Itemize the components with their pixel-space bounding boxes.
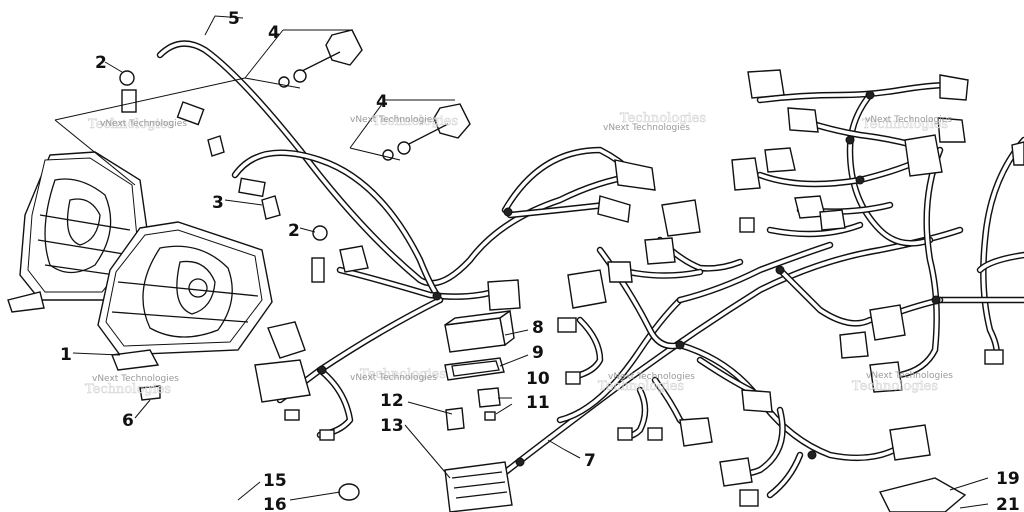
callout-8: 8: [532, 318, 544, 338]
callout-10: 10: [526, 369, 550, 389]
leader-lines: [54, 15, 989, 509]
headlight-right: [97, 221, 273, 371]
callout-16: 16: [263, 495, 287, 512]
watermark-faint: Technologies: [620, 111, 706, 126]
connectors: [121, 69, 1024, 512]
callout-19: 19: [996, 469, 1020, 489]
callout-11: 11: [526, 393, 550, 413]
callout-1: 1: [60, 345, 72, 365]
watermark: vNext Technologies: [100, 119, 187, 129]
callout-6: 6: [122, 411, 134, 431]
watermark: vNext Technologies: [608, 372, 695, 382]
watermark-faint: Technologies: [85, 382, 171, 397]
callout-9: 9: [532, 343, 544, 363]
callout-7: 7: [584, 451, 596, 471]
watermark: vNext Technologies: [350, 373, 437, 383]
callout-4: 4: [268, 23, 280, 43]
callout-4: 4: [376, 92, 388, 112]
watermarks: Technologies vNext Technologies Technolo…: [85, 111, 954, 398]
callout-5: 5: [228, 9, 240, 29]
watermark: vNext Technologies: [603, 123, 690, 133]
watermark: vNext Technologies: [865, 115, 952, 125]
watermark-faint: Technologies: [598, 379, 684, 394]
watermark: vNext Technologies: [92, 374, 179, 384]
callout-2: 2: [288, 221, 300, 241]
watermark: vNext Technologies: [350, 115, 437, 125]
callout-13: 13: [380, 416, 404, 436]
watermark-faint: Technologies: [852, 379, 938, 394]
small-parts: [119, 29, 967, 512]
callout-3: 3: [212, 193, 224, 213]
headlight-left: [7, 151, 151, 313]
callout-15: 15: [263, 471, 287, 491]
watermark-faint: Technologies: [372, 114, 458, 129]
callout-21: 21: [996, 495, 1020, 512]
callout-2: 2: [95, 53, 107, 73]
callout-12: 12: [380, 391, 404, 411]
callouts: 2 5 4 4 3 2 1 6 8 9 10 11 12 13 7 15 16 …: [60, 9, 1020, 512]
watermark-faint: Technologies: [88, 117, 174, 132]
watermark-faint: Technologies: [360, 367, 446, 382]
watermark: vNext Technologies: [866, 371, 953, 381]
watermark-faint: Technologies: [862, 117, 948, 132]
